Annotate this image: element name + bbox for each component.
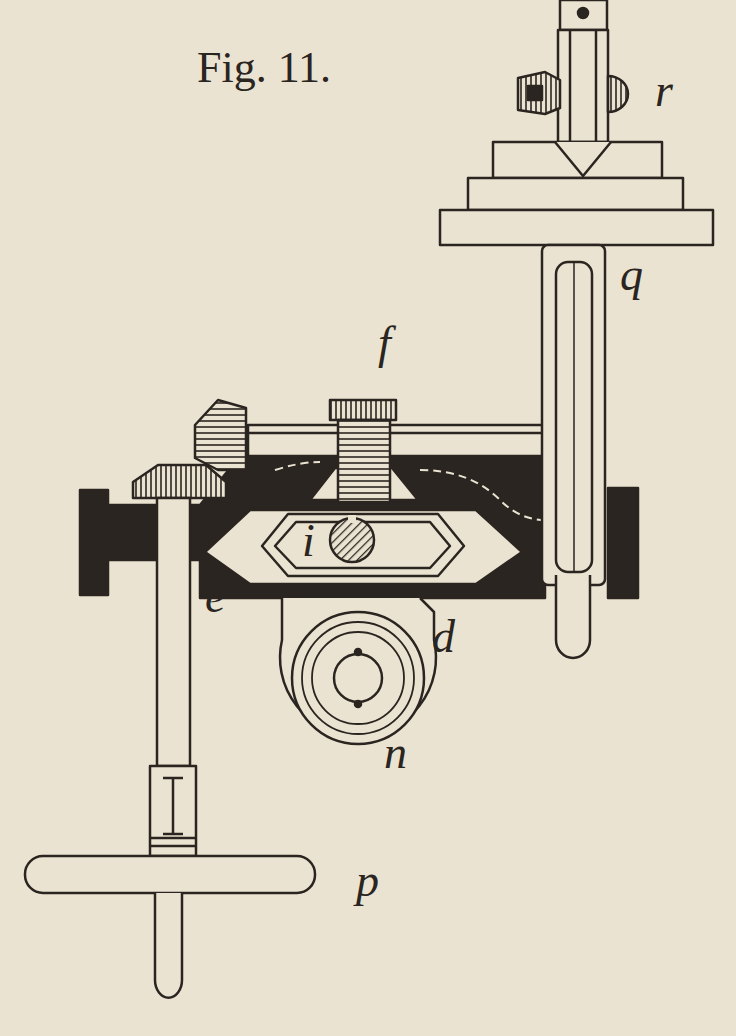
hole: [578, 8, 588, 18]
plate: [493, 142, 662, 178]
pulley: [292, 612, 424, 744]
handle: [155, 893, 182, 998]
part-letter: r: [655, 68, 673, 114]
shaft-section: [330, 518, 374, 562]
handwheel: [25, 856, 315, 893]
bevel-gear: [195, 400, 246, 470]
plate: [468, 178, 683, 210]
hub: [150, 766, 196, 856]
part-letter: n: [384, 730, 407, 776]
bevel-gear: [133, 465, 226, 498]
wing-nut: [608, 76, 628, 112]
cavity: [205, 510, 522, 584]
part-letter: d: [432, 614, 455, 660]
handle: [556, 575, 590, 658]
part-letter: p: [356, 858, 379, 904]
part-letter: q: [620, 252, 643, 298]
figure-title: Fig. 11.: [197, 46, 331, 90]
screw-block: [338, 420, 390, 502]
post: [558, 30, 608, 142]
lever: [542, 245, 605, 585]
flange: [80, 490, 108, 595]
part-letter: f: [378, 320, 391, 366]
part-letter: i: [302, 518, 315, 564]
flange: [608, 488, 638, 598]
part-letter: e: [205, 574, 225, 620]
wing-nut: [518, 72, 560, 114]
plate: [440, 210, 713, 245]
cap: [560, 0, 607, 30]
slide-bar: [248, 425, 545, 456]
shaft: [157, 498, 190, 766]
